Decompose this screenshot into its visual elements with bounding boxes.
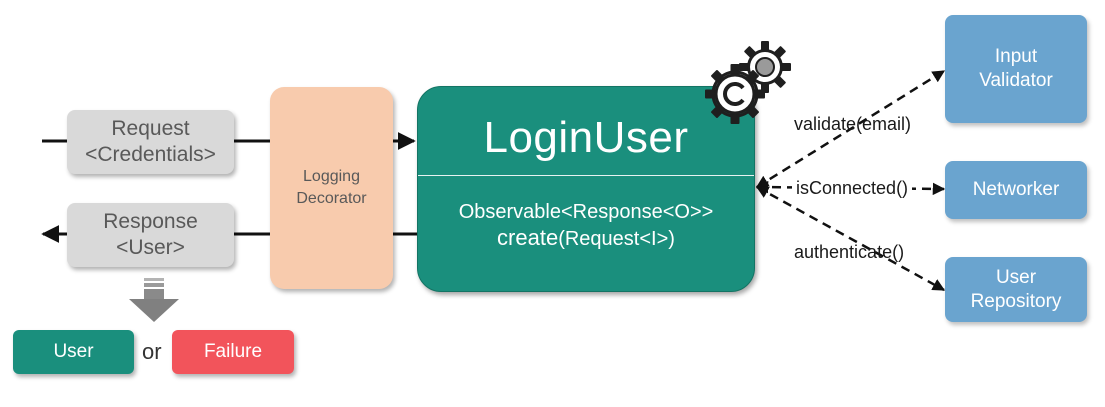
decorator-line1: Logging	[303, 168, 360, 185]
input-validator-line2: Validator	[979, 70, 1053, 91]
gears-icon	[705, 41, 791, 124]
usecase-method-name: create	[497, 224, 559, 250]
response-type: <User>	[116, 236, 185, 259]
logging-decorator-box: Logging Decorator	[270, 87, 393, 289]
networker-box: Networker	[945, 161, 1087, 219]
authenticate-call-label: authenticate()	[794, 242, 905, 262]
user-repository-box: User Repository	[945, 257, 1087, 322]
usecase-method-params: (Request<I>)	[558, 227, 675, 250]
validate-call-label: validate(email)	[794, 114, 912, 134]
failure-result-box: Failure	[172, 330, 294, 374]
usecase-divider	[418, 175, 754, 176]
request-label: Request	[111, 117, 190, 140]
input-validator-line1: Input	[994, 46, 1038, 67]
networker-label: Networker	[972, 179, 1060, 200]
or-label: or	[142, 339, 162, 364]
user-repository-line1: User	[995, 266, 1037, 288]
validate-arrow	[755, 69, 946, 189]
input-validator-box: Input Validator	[945, 15, 1087, 123]
response-box: Response <User>	[67, 203, 234, 267]
failure-result-label: Failure	[203, 341, 263, 362]
login-user-usecase: LoginUser Observable<Response<O>> create…	[417, 86, 755, 292]
down-arrow-icon	[129, 278, 179, 322]
response-label: Response	[103, 210, 198, 233]
user-result-box: User	[13, 330, 134, 374]
user-repository-line2: Repository	[970, 290, 1062, 312]
usecase-title: LoginUser	[483, 113, 689, 162]
request-box: Request <Credentials>	[67, 110, 234, 174]
user-result-label: User	[53, 341, 94, 362]
decorator-line2: Decorator	[296, 190, 367, 207]
connected-call-label: isConnected()	[792, 178, 913, 199]
usecase-return-type: Observable<Response<O>>	[458, 200, 714, 223]
authenticate-arrow	[755, 185, 946, 292]
request-type: <Credentials>	[85, 143, 216, 166]
